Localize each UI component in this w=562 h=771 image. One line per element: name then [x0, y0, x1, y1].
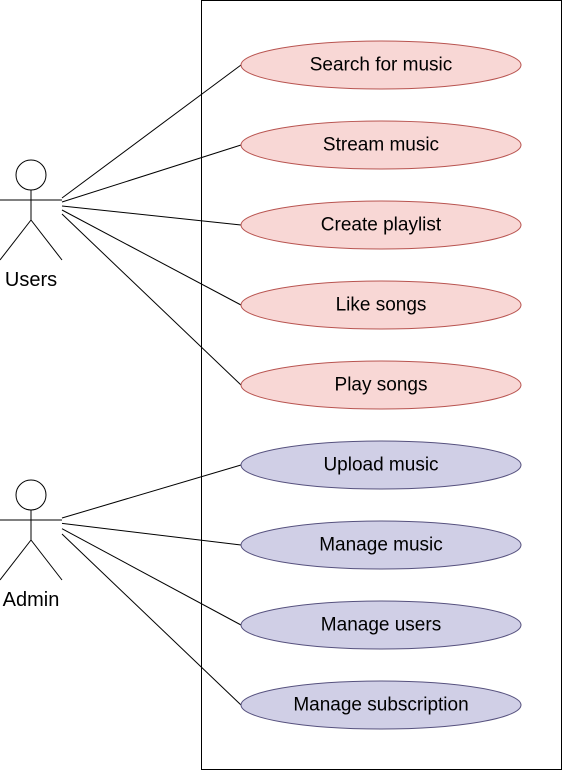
actor-left-leg: [0, 539, 32, 581]
actor-right-leg: [30, 219, 63, 261]
association-lines: [61, 64, 242, 706]
use-case-label: Like songs: [336, 295, 427, 316]
use-case[interactable]: Manage users: [240, 600, 522, 650]
use-case[interactable]: Search for music: [240, 40, 522, 90]
use-case[interactable]: Stream music: [240, 120, 522, 170]
use-case[interactable]: Create playlist: [240, 200, 522, 250]
use-case[interactable]: Manage subscription: [240, 680, 522, 730]
association-line: [61, 522, 242, 546]
actor-head: [15, 479, 47, 511]
use-case[interactable]: Upload music: [240, 440, 522, 490]
association-line: [61, 64, 242, 199]
use-case-label: Manage users: [321, 615, 441, 636]
actor-head: [15, 159, 47, 191]
use-case-ellipse: [240, 680, 522, 730]
association-line: [61, 533, 242, 706]
use-case-ellipse: [240, 120, 522, 170]
use-case-label: Manage music: [319, 535, 443, 556]
actor-left-leg: [0, 219, 32, 261]
actor-users: Users: [0, 159, 63, 291]
use-case-label: Play songs: [335, 375, 428, 396]
use-case-label: Stream music: [323, 135, 439, 156]
use-case-label: Upload music: [323, 455, 438, 476]
actor-label: Users: [5, 269, 57, 291]
actor-right-leg: [30, 539, 63, 581]
association-line: [61, 464, 242, 519]
association-line: [61, 528, 242, 626]
use-case-ellipse: [240, 200, 522, 250]
use-case-label: Create playlist: [321, 215, 442, 236]
use-case[interactable]: Manage music: [240, 520, 522, 570]
actor-label: Admin: [3, 589, 60, 611]
use-case-ellipse: [240, 40, 522, 90]
actor-admin: Admin: [0, 479, 63, 611]
use-case-ellipse: [240, 520, 522, 570]
use-case-label: Manage subscription: [293, 695, 468, 716]
use-case-ellipse: [240, 600, 522, 650]
association-line: [61, 209, 242, 306]
association-line: [61, 144, 242, 203]
use-case-ellipse: [240, 440, 522, 490]
use-case[interactable]: Play songs: [240, 360, 522, 410]
association-line: [61, 213, 242, 386]
use-case-ellipse: [240, 360, 522, 410]
use-case-ellipse: [240, 280, 522, 330]
use-case-label: Search for music: [310, 55, 453, 76]
association-line: [61, 205, 242, 226]
use-case[interactable]: Like songs: [240, 280, 522, 330]
